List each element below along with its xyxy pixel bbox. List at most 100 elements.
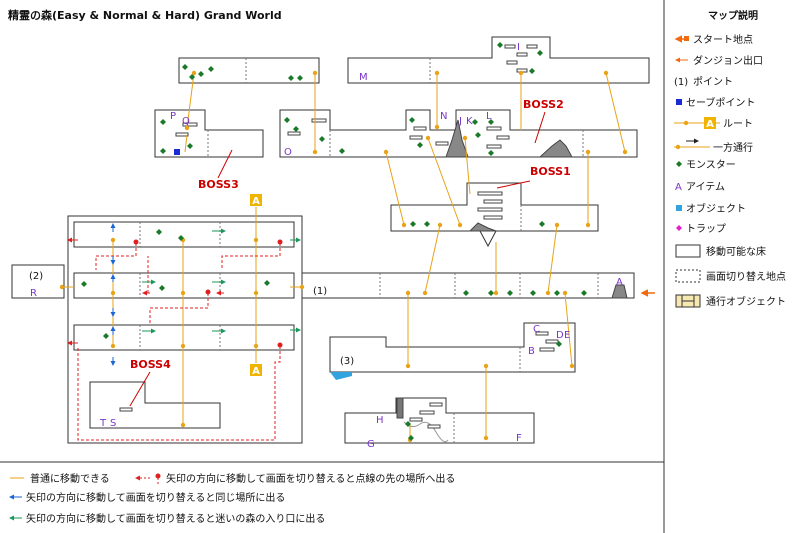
svg-text:スタート地点: スタート地点 [693, 33, 753, 46]
point-3-label: (3) [340, 356, 354, 367]
room-bottom [344, 397, 535, 444]
item-h: H [376, 415, 384, 426]
footer-notes: 普通に移動できる 矢印の方向に移動して画面を切り替えると点線の先の場所へ出る 矢… [9, 472, 455, 525]
monster-icon [676, 161, 682, 167]
platforms [119, 44, 559, 429]
item-q: Q [182, 116, 190, 127]
item-p: P [170, 111, 176, 122]
item-d: D [556, 330, 564, 341]
rooms [11, 36, 650, 444]
item-r: R [30, 288, 37, 299]
screen-switch-icon [675, 269, 701, 283]
boss1-label: BOSS1 [530, 165, 571, 178]
map-title: 精霊の森(Easy & Normal & Hard) Grand World [8, 8, 282, 22]
boss3-label: BOSS3 [198, 178, 239, 191]
legend-heading: マップ説明 [708, 9, 758, 22]
svg-text:一方通行: 一方通行 [713, 141, 753, 154]
item-j: J [458, 116, 462, 127]
legend-items: スタート地点 ダンジョン出口 (1) ポイント セーブポイント A ルート 一方… [674, 33, 786, 308]
one-way-dots [133, 239, 283, 348]
legend-item-start: スタート地点 [674, 33, 753, 46]
item-m: M [359, 72, 368, 83]
item-s: S [110, 418, 116, 429]
svg-text:モンスター: モンスター [686, 159, 736, 171]
route-markers: A A [250, 194, 262, 377]
trap-icon [676, 225, 682, 231]
save-point-marker [174, 149, 180, 155]
svg-text:セーブポイント: セーブポイント [686, 96, 755, 109]
legend-item-point: (1) ポイント [674, 76, 733, 88]
item-letters: P Q O M I N J K L R A C D E B H G F T S [30, 42, 623, 450]
item-n: N [440, 111, 447, 122]
item-g: G [367, 439, 375, 450]
water-object [330, 372, 352, 380]
footer-note-2: 矢印の方向に移動して画面を切り替えると点線の先の場所へ出る [166, 472, 455, 485]
legend-item-object: オブジェクト [676, 202, 746, 215]
route-marker-top [250, 194, 262, 206]
monsters [81, 42, 587, 441]
route-marker-bottom-label: A [252, 366, 260, 377]
legend-item-exit: ダンジョン出口 [675, 54, 763, 67]
svg-text:通行オブジェクト: 通行オブジェクト [706, 295, 786, 308]
legend-item-passable: 通行オブジェクト [675, 294, 786, 308]
footer-note-3: 矢印の方向に移動して画面を切り替えると同じ場所に出る [26, 491, 285, 504]
point-labels: (2) (1) (3) [29, 271, 354, 367]
boss-labels: BOSS2 BOSS3 BOSS1 BOSS4 [130, 98, 571, 371]
direction-arrows [67, 223, 655, 366]
svg-text:A: A [706, 119, 714, 130]
routes [62, 72, 626, 440]
svg-text:ダンジョン出口: ダンジョン出口 [693, 54, 763, 67]
legend-item-floor: 移動可能な床 [675, 244, 766, 258]
item-e: E [564, 330, 570, 341]
item-k: K [466, 116, 473, 127]
svg-text:移動可能な床: 移動可能な床 [706, 245, 766, 258]
legend-item-screen-switch: 画面切り替え地点 [675, 269, 786, 283]
floor-icon [675, 244, 701, 258]
room-top-left [178, 57, 320, 84]
point-marker-icon: (1) [674, 77, 688, 88]
route-icon [704, 117, 716, 129]
path-squiggle [403, 421, 449, 443]
point-1-label: (1) [313, 286, 327, 297]
svg-text:ルート: ルート [723, 119, 753, 130]
svg-text:トラップ: トラップ [686, 223, 726, 235]
item-b: B [528, 346, 535, 357]
room-boss4 [89, 381, 221, 429]
item-icon: A [675, 182, 682, 193]
boss2-label: BOSS2 [523, 98, 564, 111]
item-f: F [516, 433, 522, 444]
room-point2 [11, 264, 65, 299]
item-t: T [99, 418, 107, 429]
rock-features [396, 119, 628, 419]
point-2-label: (2) [29, 271, 43, 282]
save-point-icon [676, 99, 682, 105]
boss-pointers [129, 111, 546, 407]
footer-note-4: 矢印の方向に移動して画面を切り替えると迷いの森の入り口に出る [26, 512, 325, 525]
object-icon [676, 205, 682, 211]
room-boss1 [390, 182, 599, 248]
row-1 [73, 221, 295, 248]
svg-text:オブジェクト: オブジェクト [686, 202, 746, 215]
legend-item-oneway: 一方通行 [674, 138, 753, 154]
item-o: O [284, 147, 292, 158]
legend-item-route: A ルート [674, 117, 753, 130]
passable-object-icon [675, 294, 701, 308]
start-arrow-icon [684, 36, 689, 41]
room-top-right [347, 36, 650, 84]
room-point3 [329, 322, 576, 373]
item-a: A [616, 277, 623, 288]
item-c: C [533, 324, 540, 335]
one-way-loops [77, 243, 281, 441]
svg-text:画面切り替え地点: 画面切り替え地点 [706, 270, 786, 283]
legend-item-monster: モンスター [676, 159, 736, 171]
legend-item-item: A アイテム [675, 181, 725, 193]
footer-note-1: 普通に移動できる [30, 472, 110, 485]
svg-text:ポイント: ポイント [693, 76, 733, 88]
route-marker-bottom [250, 364, 262, 376]
boss4-label: BOSS4 [130, 358, 171, 371]
route-marker-top-label: A [252, 196, 260, 207]
item-i: I [517, 42, 520, 53]
item-l: L [486, 111, 492, 122]
room-pq [154, 109, 264, 158]
